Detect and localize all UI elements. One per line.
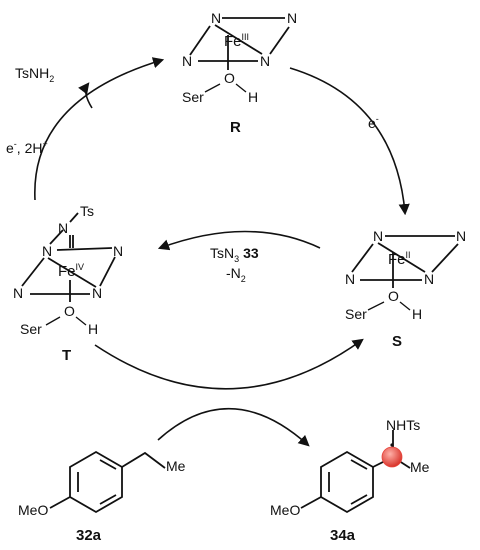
complex-s: N N N N FeII O Ser H S [345, 228, 466, 350]
substrate-32a: Me MeO 32a [18, 450, 186, 544]
34a-label: 34a [330, 527, 356, 544]
t-atom-n: N [42, 243, 52, 259]
34a-atom-nhts: NHTs [386, 417, 420, 433]
s-atom-o: O [388, 288, 399, 304]
s-atom-n: N [456, 228, 466, 244]
t-atom-n: N [13, 285, 23, 301]
34a-double-bond [350, 494, 368, 505]
t-atom-n-imido: N [58, 220, 68, 236]
s-atom-n: N [373, 228, 383, 244]
32a-methoxy-bond [49, 496, 71, 509]
s-bond-o-ser [367, 301, 385, 311]
label-electron-protons: e-, 2H+ [6, 139, 48, 156]
radical-dot [390, 443, 394, 447]
complex-r-label: R [230, 119, 241, 136]
label-electron-right: e- [368, 114, 379, 131]
r-atom-n: N [287, 10, 297, 26]
complex-t-bonds [21, 212, 116, 302]
arrow-t-to-r [34, 57, 165, 201]
arrow-substrate-to-product [157, 407, 310, 447]
complex-t: N Ts N N N N FeIV O Ser H T [13, 203, 123, 364]
t-atom-n: N [113, 243, 123, 259]
arrow-r-to-s [289, 67, 410, 216]
arrow-s-to-t [157, 230, 321, 251]
t-atom-h: H [88, 321, 98, 337]
s-atom-h: H [412, 306, 422, 322]
t-atom-o: O [64, 303, 75, 319]
complex-s-bonds [351, 235, 459, 288]
s-atom-ser: Ser [345, 306, 367, 322]
t-atom-ser: Ser [20, 321, 42, 337]
32a-atom-me: Me [166, 458, 186, 474]
32a-double-bond [99, 459, 117, 470]
radical-center-marker [381, 446, 403, 468]
34a-methoxy-bond [300, 496, 322, 509]
r-atom-n: N [182, 53, 192, 69]
product-34a: NHTs Me MeO 34a [270, 417, 430, 544]
34a-atom-meo: MeO [270, 502, 300, 518]
s-atom-n: N [345, 271, 355, 287]
32a-label: 32a [76, 527, 102, 544]
label-minus-n2: -N2 [226, 265, 246, 284]
s-atom-fe: FeII [388, 250, 411, 268]
s-atom-n: N [424, 271, 434, 287]
32a-atom-meo: MeO [18, 502, 48, 518]
r-atom-fe: FeIII [224, 32, 249, 50]
r-bond-o-h [235, 83, 247, 93]
t-atom-ts: Ts [80, 203, 94, 219]
32a-double-bond [99, 494, 117, 505]
t-atom-fe: FeIV [58, 262, 84, 280]
arrow-release-tsnh2 [78, 82, 93, 109]
r-bond-o-ser [204, 83, 221, 93]
32a-ethyl-chain [121, 451, 166, 469]
arrow-t-to-s-bottom [94, 338, 364, 390]
complex-t-label: T [62, 347, 71, 364]
s-bond-o-h [399, 301, 411, 311]
r-atom-o: O [224, 70, 235, 86]
t-atom-n: N [92, 285, 102, 301]
r-atom-n: N [260, 53, 270, 69]
r-atom-ser: Ser [182, 89, 204, 105]
label-tsnh2: TsNH2 [15, 65, 54, 84]
complex-r-bonds [189, 17, 290, 70]
complex-s-label: S [392, 333, 402, 350]
t-bond-o-ser [45, 316, 61, 326]
complex-r: N N N N FeIII O Ser H R [182, 10, 297, 136]
t-bond-o-h [75, 316, 87, 326]
r-atom-h: H [248, 89, 258, 105]
34a-atom-me: Me [410, 459, 430, 475]
34a-double-bond [350, 459, 368, 470]
r-atom-n: N [211, 10, 221, 26]
